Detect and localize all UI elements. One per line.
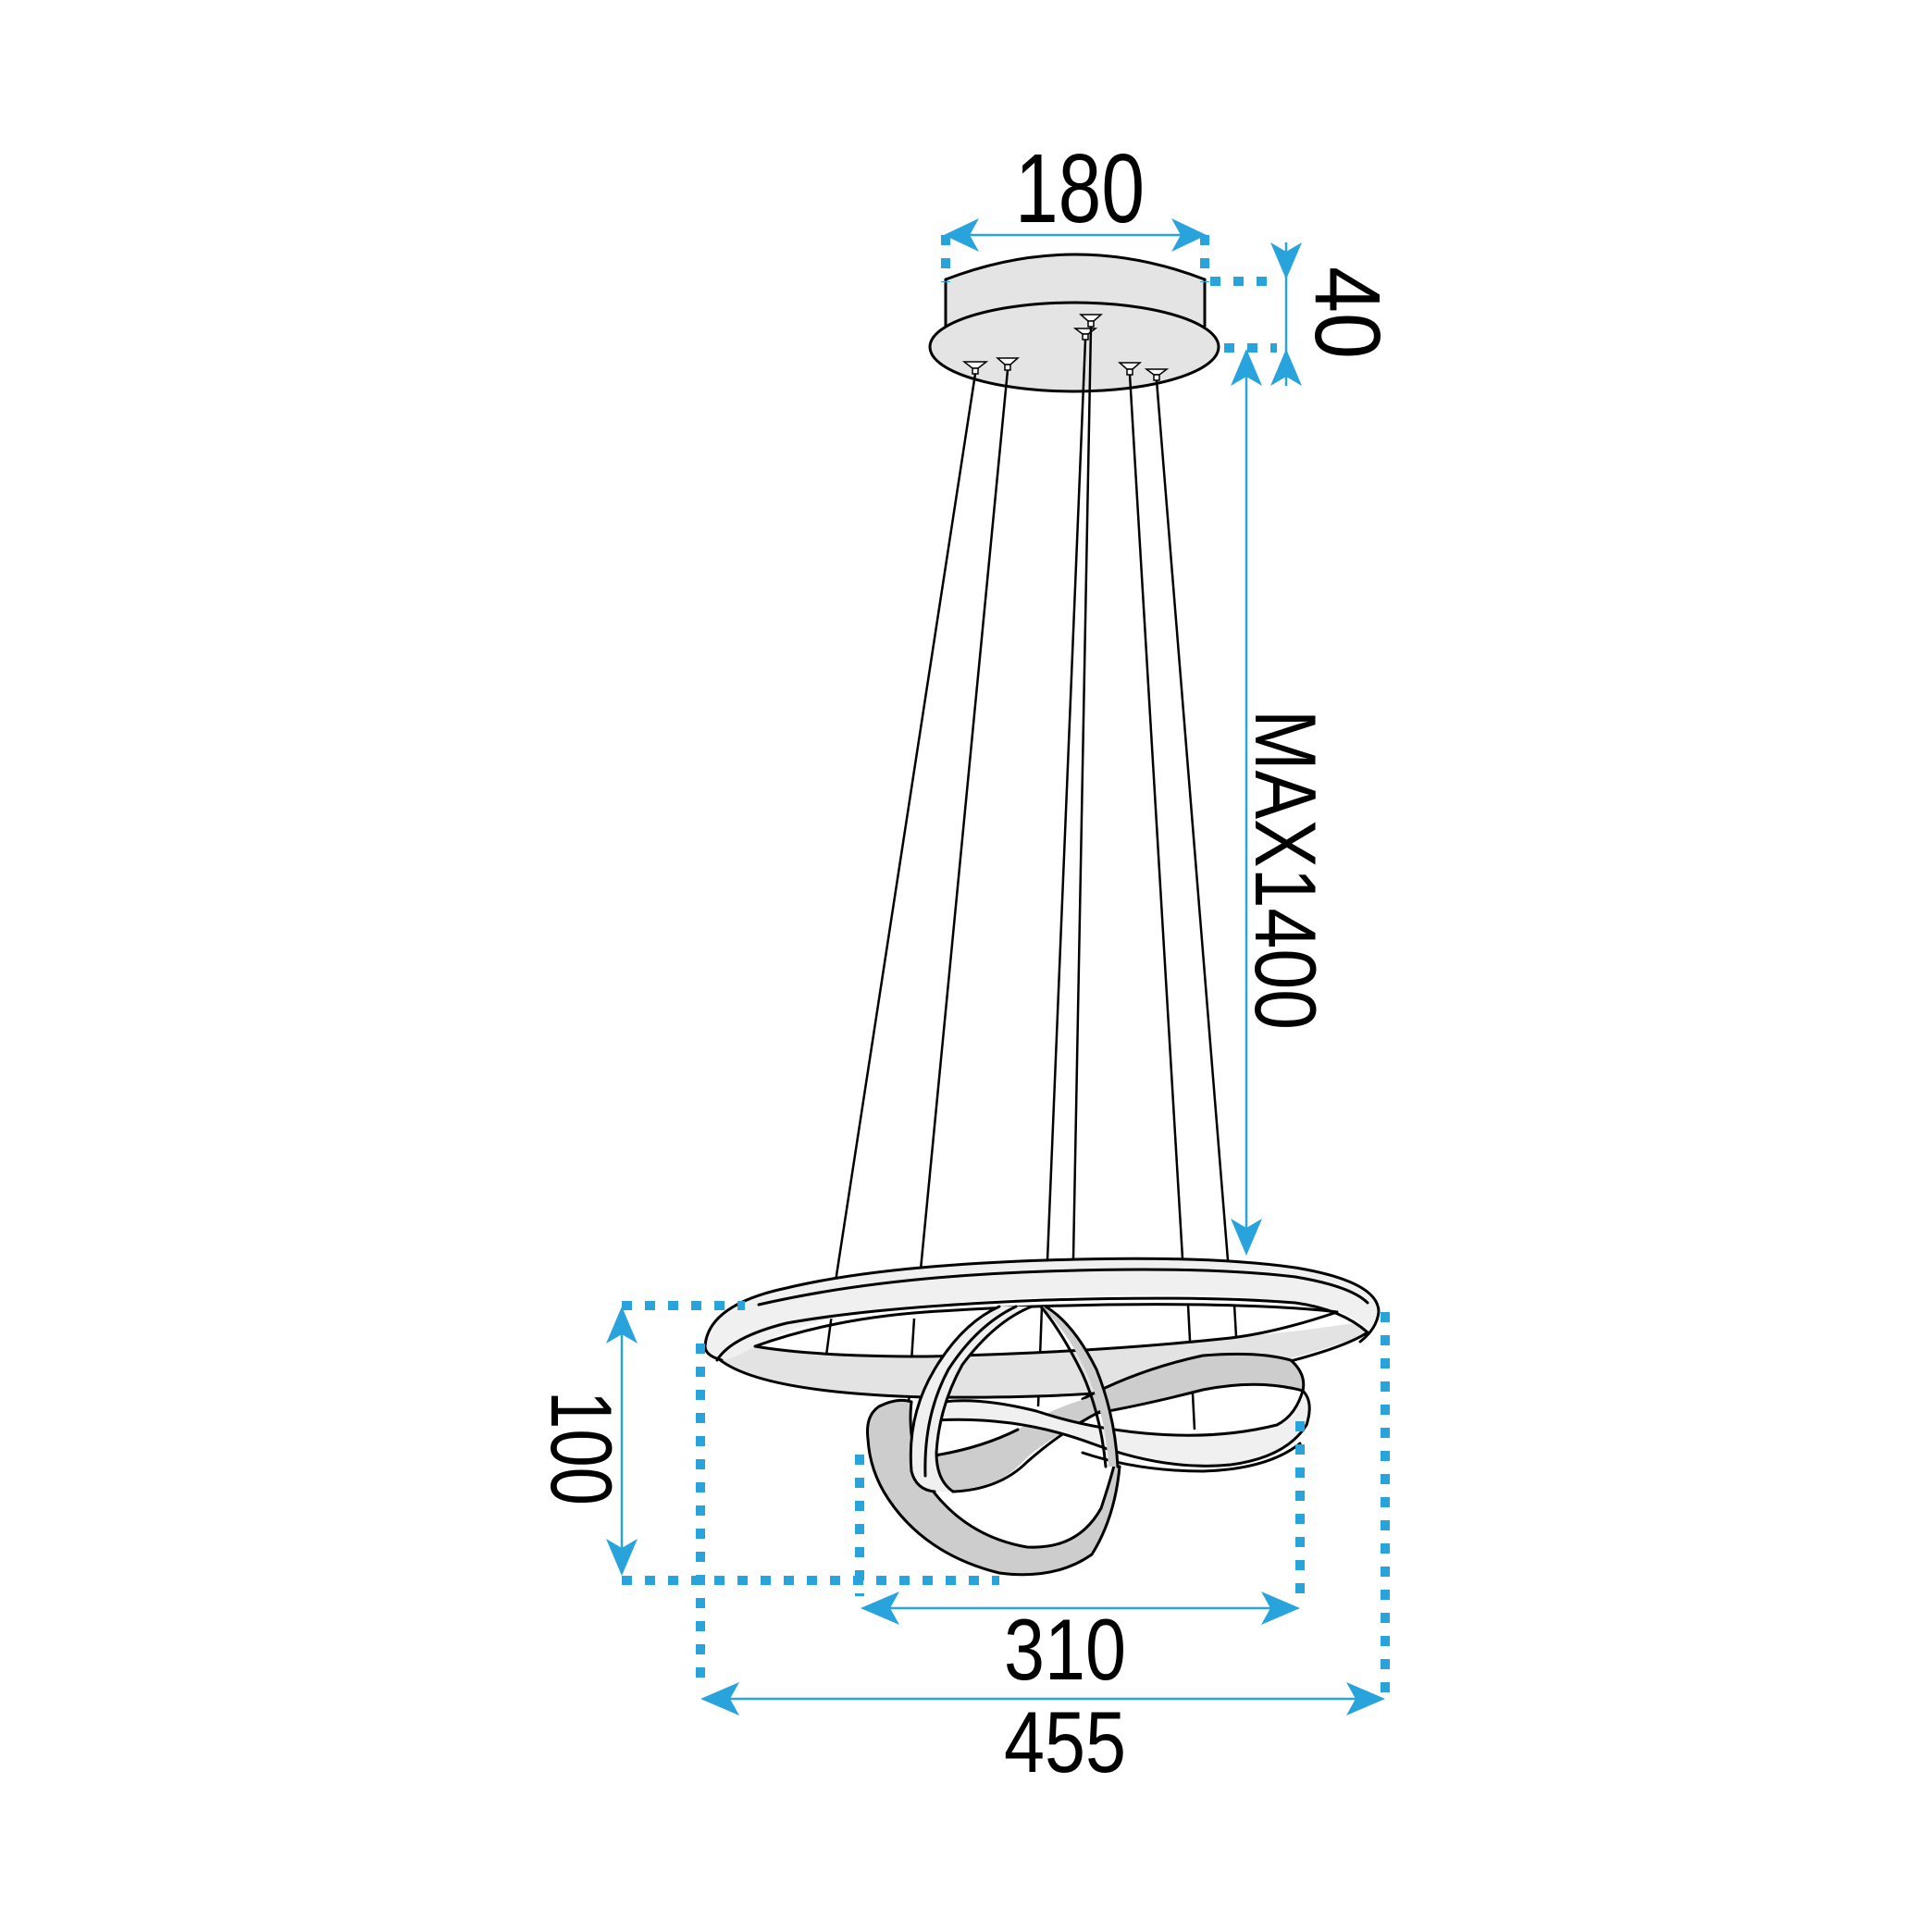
dimension-outer-width: 455: [696, 1312, 1390, 1790]
knot-ring-twisted: [866, 1352, 1311, 1577]
arrow-down-icon: [1270, 242, 1302, 279]
outer-ring: [703, 1257, 1381, 1399]
arrow-up-icon: [1231, 349, 1262, 386]
dimension-label-455: 455: [1004, 1693, 1126, 1790]
dimension-label-180: 180: [1015, 134, 1145, 243]
arrow-down-icon: [606, 1539, 638, 1576]
suspension-wires: [824, 326, 1238, 1430]
arrow-left-icon: [861, 1591, 899, 1625]
arrow-up-icon: [1270, 349, 1302, 386]
dimension-max-suspension: MAX1400: [1231, 349, 1334, 1256]
arrow-right-icon: [1346, 1682, 1385, 1715]
dimension-label-100: 100: [533, 1391, 630, 1505]
arrow-right-icon: [1261, 1591, 1300, 1625]
dimension-ring-height: 100: [533, 1301, 999, 1585]
arrow-up-icon: [606, 1307, 638, 1344]
arrow-down-icon: [1231, 1219, 1262, 1256]
dimension-label-max1400: MAX1400: [1237, 710, 1334, 1030]
wire-hooks: [961, 314, 1170, 381]
ceiling-canopy: [928, 253, 1220, 393]
arrow-left-icon: [944, 218, 979, 252]
dimension-label-310: 310: [1004, 1601, 1126, 1698]
knot-ring-vertical: [909, 1305, 1120, 1493]
arrow-right-icon: [1171, 218, 1207, 252]
dimension-canopy-diameter: 180: [941, 134, 1209, 282]
dimension-inner-width: 310: [855, 1421, 1305, 1698]
arrow-left-icon: [700, 1682, 739, 1715]
dimension-canopy-height: 40: [1210, 242, 1399, 386]
dimension-label-40: 40: [1295, 266, 1399, 359]
